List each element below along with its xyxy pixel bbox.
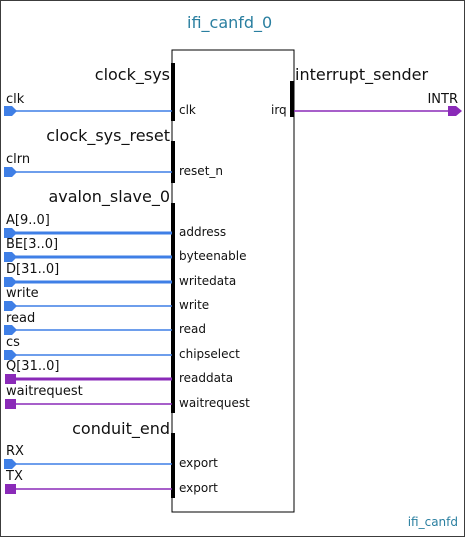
port-name-reset-n: reset_n <box>179 164 223 178</box>
port-name-byteenable: byteenable <box>179 249 247 263</box>
pin-name-waitrequest: waitrequest <box>6 384 83 399</box>
pin-name-tx: TX <box>6 469 23 484</box>
component-box <box>171 49 295 513</box>
port-name-irq: irq <box>271 103 287 117</box>
pin-name-clrn: clrn <box>6 152 31 167</box>
interface-bar-conduit-end <box>171 433 175 498</box>
pin-name-cs: cs <box>6 335 20 350</box>
pin-connector-3 <box>4 252 17 262</box>
interface-label-avalon-slave-0: avalon_slave_0 <box>48 187 170 206</box>
component-type-label: ifi_canfd <box>407 515 458 529</box>
pin-connector-9 <box>5 399 16 409</box>
pin-name-address: A[9..0] <box>6 213 50 228</box>
port-name-write: write <box>179 298 210 312</box>
interface-bar-interrupt-sender <box>290 81 294 117</box>
pin-connector-7 <box>4 350 17 360</box>
pin-name-rx: RX <box>6 444 24 459</box>
pin-connector-intr <box>448 106 462 116</box>
pin-connector-2 <box>4 228 17 238</box>
port-name-chipselect: chipselect <box>179 347 240 361</box>
interface-label-conduit-end: conduit_end <box>72 419 170 438</box>
port-name-export-rx: export <box>179 456 218 470</box>
pin-name-write: write <box>6 286 39 301</box>
pin-connector-1 <box>4 167 17 177</box>
port-name-readdata: readdata <box>179 371 234 385</box>
interface-bar-clock-sys <box>171 63 175 121</box>
pin-connector-4 <box>4 277 17 287</box>
pin-connector-5 <box>4 301 17 311</box>
port-name-export-tx: export <box>179 481 218 495</box>
interface-label-interrupt-sender: interrupt_sender <box>295 65 429 84</box>
interface-bar-clock-sys-reset <box>171 141 175 183</box>
component-title: ifi_canfd_0 <box>187 13 273 32</box>
pin-name-readdata: Q[31..0] <box>6 359 60 374</box>
pin-connector-0 <box>4 106 17 116</box>
interface-label-clock-sys-reset: clock_sys_reset <box>46 126 170 145</box>
port-name-read: read <box>179 322 207 336</box>
port-name-writedata: writedata <box>179 274 237 288</box>
pin-name-clk: clk <box>6 92 25 107</box>
pin-name-intr: INTR <box>427 92 458 107</box>
pin-name-writedata: D[31..0] <box>6 262 60 277</box>
interface-bar-avalon-slave-0 <box>171 203 175 413</box>
interface-label-clock-sys: clock_sys <box>94 65 170 84</box>
port-name-clk: clk <box>179 103 196 117</box>
pin-name-read: read <box>6 311 36 326</box>
pin-connector-10 <box>4 459 17 469</box>
pin-connector-6 <box>4 325 17 335</box>
pin-name-byteenable: BE[3..0] <box>6 237 59 252</box>
port-name-waitrequest: waitrequest <box>179 396 250 410</box>
port-name-address: address <box>179 225 227 239</box>
pin-connector-11 <box>5 484 16 494</box>
pin-connector-8 <box>5 374 16 384</box>
